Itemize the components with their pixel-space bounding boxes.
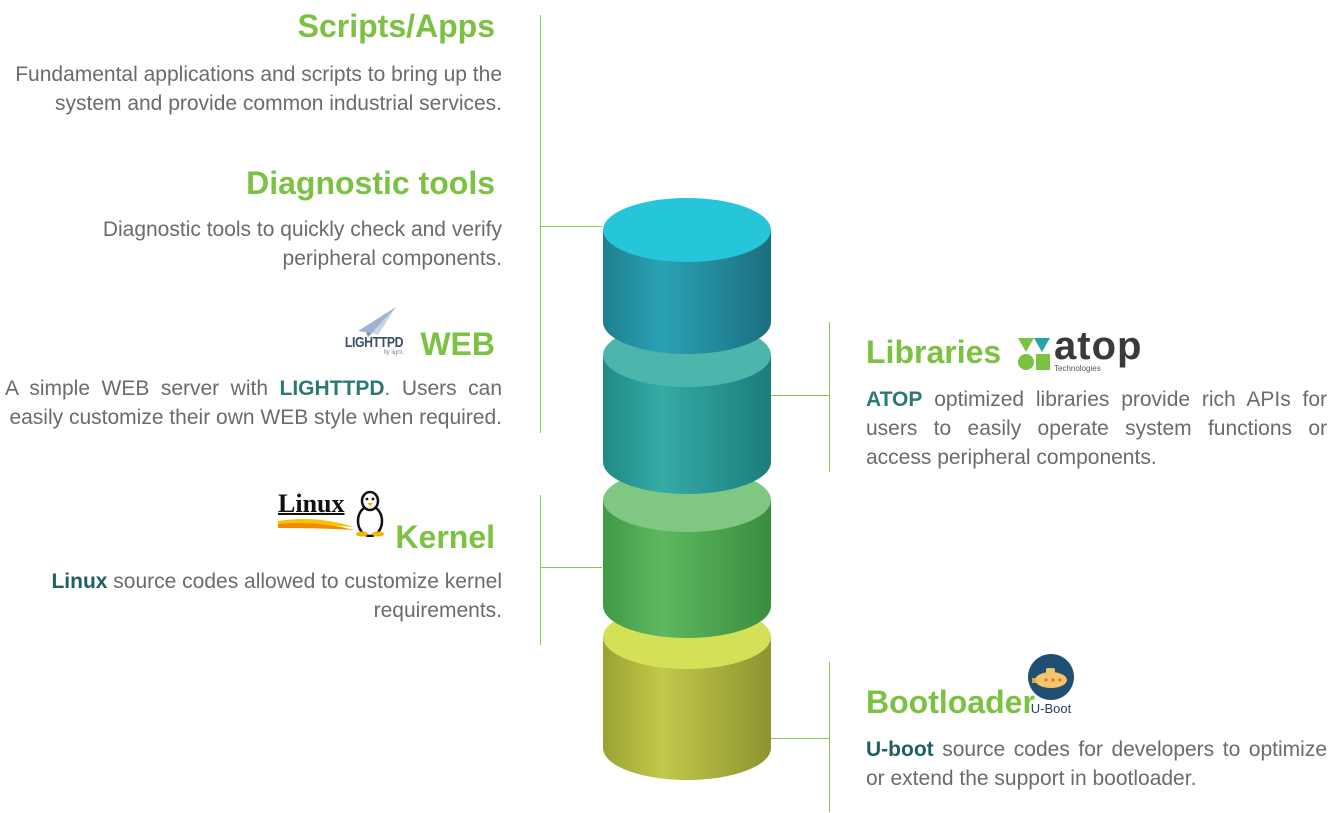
web-description: A simple WEB server with LIGHTTPD. Users…	[5, 374, 502, 432]
libraries-desc-text: optimized libraries provide rich APIs fo…	[866, 388, 1327, 469]
atop-logo: atop Technologies	[1016, 324, 1156, 374]
diagnostic-title: Diagnostic tools	[246, 165, 495, 201]
libraries-description: ATOP optimized libraries provide rich AP…	[866, 385, 1327, 472]
submarine-icon	[1028, 654, 1074, 700]
web-desc-highlight: LIGHTTPD	[279, 377, 385, 400]
kernel-title: Kernel	[395, 519, 495, 555]
bootloader-desc-highlight: U-boot	[866, 738, 934, 761]
bootloader-connector	[770, 738, 829, 739]
bootloader-description: U-boot source codes for developers to op…	[866, 735, 1327, 793]
lighttpd-logo-text: LIGHTTPD	[344, 334, 404, 351]
atop-logo-tagline: Technologies	[1054, 364, 1101, 373]
kernel-desc-highlight: Linux	[51, 570, 108, 593]
web-desc-text-2: . Users can easily customize their own W…	[9, 377, 503, 429]
libraries-bracket-line	[829, 322, 830, 472]
linux-logo-text: Linux	[278, 489, 345, 518]
paper-plane-icon	[358, 307, 396, 337]
web-desc-text-1: A simple WEB server with	[5, 377, 280, 400]
atop-symbol-icon	[1018, 338, 1050, 370]
kernel-description: Linux source codes allowed to customize …	[5, 567, 502, 625]
scripts-bracket-line	[540, 15, 541, 433]
uboot-logo-caption: U-Boot	[1030, 701, 1072, 716]
linux-logo: Linux	[276, 487, 388, 538]
libraries-desc-highlight: ATOP	[866, 388, 923, 411]
layer-stack	[603, 198, 771, 780]
scripts-title: Scripts/Apps	[297, 8, 495, 44]
lighttpd-logo-tagline: fly light.	[383, 350, 404, 356]
bootloader-title: Bootloader	[866, 684, 1035, 720]
uboot-logo: U-Boot	[1016, 654, 1086, 716]
scripts-connector	[540, 226, 602, 227]
kernel-desc-text: source codes allowed to customize kernel…	[107, 570, 502, 622]
kernel-bracket-line	[540, 495, 541, 645]
libraries-connector	[770, 395, 829, 396]
atop-logo-text: atop	[1054, 324, 1143, 368]
libraries-title: Libraries	[866, 334, 1002, 370]
scripts-layer	[603, 198, 771, 354]
lighttpd-logo: LIGHTTPD fly light.	[338, 303, 410, 356]
web-title: WEB	[420, 326, 495, 362]
kernel-connector	[540, 567, 602, 568]
diagnostic-description: Diagnostic tools to quickly check and ve…	[102, 218, 502, 270]
linux-tux-icon	[278, 490, 384, 538]
bootloader-bracket-line	[829, 662, 830, 812]
scripts-description: Fundamental applications and scripts to …	[15, 63, 502, 115]
bootloader-desc-text: source codes for developers to optimize …	[866, 738, 1327, 790]
